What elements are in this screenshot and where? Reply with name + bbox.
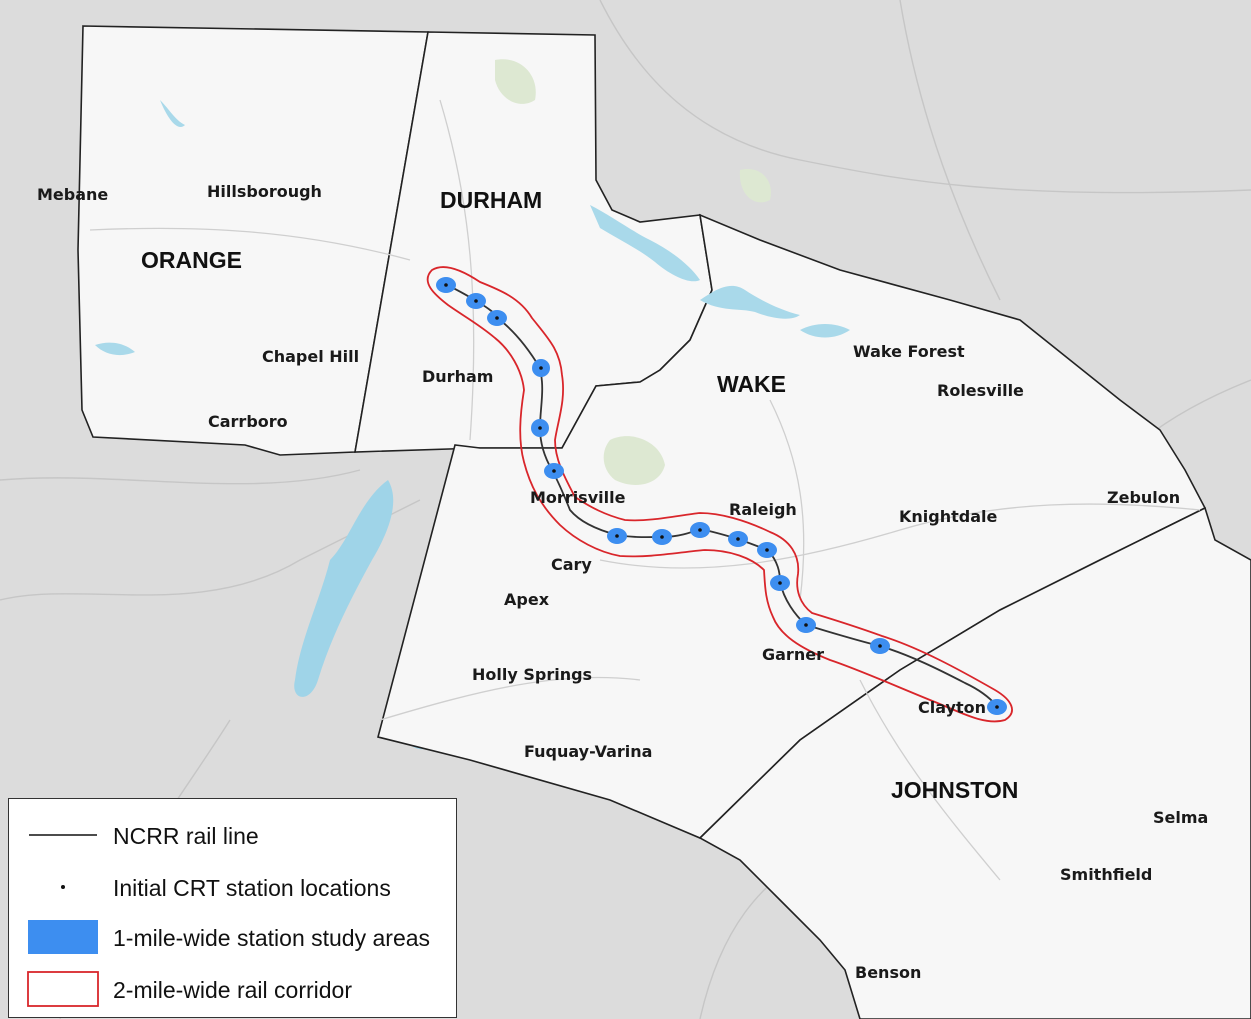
- town-label-knightdale: Knightdale: [899, 507, 998, 526]
- study-area-symbol: [28, 920, 98, 954]
- town-label-durham: Durham: [422, 367, 493, 386]
- legend-item-study-areas: 1-mile-wide station study areas: [9, 919, 456, 959]
- water-jordan-lake: [294, 480, 394, 697]
- town-label-carrboro: Carrboro: [208, 412, 288, 431]
- legend-item-rail-line: NCRR rail line: [9, 817, 456, 857]
- legend-label-corridor: 2-mile-wide rail corridor: [113, 977, 352, 1003]
- town-label-benson: Benson: [855, 963, 921, 982]
- station-point: [444, 283, 448, 287]
- county-johnston: [698, 506, 1251, 1019]
- town-label-holly-springs: Holly Springs: [472, 665, 592, 684]
- town-label-morrisville: Morrisville: [530, 488, 626, 507]
- rail-line-symbol: [29, 834, 97, 836]
- station-point: [552, 469, 556, 473]
- station-point: [660, 535, 664, 539]
- station-point: [765, 548, 769, 552]
- county-wake: [377, 213, 1207, 839]
- town-label-apex: Apex: [504, 590, 550, 609]
- map-legend: NCRR rail line Initial CRT station locat…: [8, 798, 457, 1018]
- legend-item-corridor: 2-mile-wide rail corridor: [9, 971, 456, 1011]
- corridor-symbol: [27, 971, 99, 1007]
- town-labels: Mebane Hillsborough Chapel Hill Carrboro…: [37, 182, 1208, 982]
- station-point: [878, 644, 882, 648]
- county-label-wake: WAKE: [717, 371, 786, 397]
- station-point: [995, 705, 999, 709]
- station-point: [736, 537, 740, 541]
- town-label-clayton: Clayton: [918, 698, 986, 717]
- town-label-cary: Cary: [551, 555, 592, 574]
- town-label-smithfield: Smithfield: [1060, 865, 1152, 884]
- town-label-mebane: Mebane: [37, 185, 108, 204]
- town-label-fuquay-varina: Fuquay-Varina: [524, 742, 652, 761]
- town-label-wake-forest: Wake Forest: [853, 342, 965, 361]
- county-boundaries: [77, 25, 1251, 1019]
- green-areas: [495, 59, 771, 485]
- county-label-durham: DURHAM: [440, 187, 542, 213]
- rail-corridor-outline: [426, 266, 1013, 723]
- station-point: [495, 316, 499, 320]
- legend-label-rail-line: NCRR rail line: [113, 823, 259, 849]
- station-point: [804, 623, 808, 627]
- station-point: [615, 534, 619, 538]
- county-label-orange: ORANGE: [141, 247, 242, 273]
- legend-label-stations: Initial CRT station locations: [113, 875, 391, 901]
- town-label-hillsborough: Hillsborough: [207, 182, 322, 201]
- town-label-selma: Selma: [1153, 808, 1208, 827]
- water-bodies: [95, 100, 850, 356]
- station-point: [539, 366, 543, 370]
- legend-item-stations: Initial CRT station locations: [9, 869, 456, 909]
- county-label-johnston: JOHNSTON: [891, 777, 1018, 803]
- town-label-raleigh: Raleigh: [729, 500, 797, 519]
- county-labels: ORANGE DURHAM WAKE JOHNSTON: [141, 187, 1018, 803]
- station-point: [698, 528, 702, 532]
- town-label-rolesville: Rolesville: [937, 381, 1024, 400]
- town-label-chapel-hill: Chapel Hill: [262, 347, 359, 366]
- station-points: [444, 283, 999, 709]
- town-label-garner: Garner: [762, 645, 824, 664]
- station-point: [778, 581, 782, 585]
- county-roads: [89, 99, 1201, 881]
- station-symbol: [61, 885, 65, 889]
- legend-label-study-areas: 1-mile-wide station study areas: [113, 925, 431, 951]
- station-point: [538, 426, 542, 430]
- station-point: [474, 299, 478, 303]
- town-label-zebulon: Zebulon: [1107, 488, 1180, 507]
